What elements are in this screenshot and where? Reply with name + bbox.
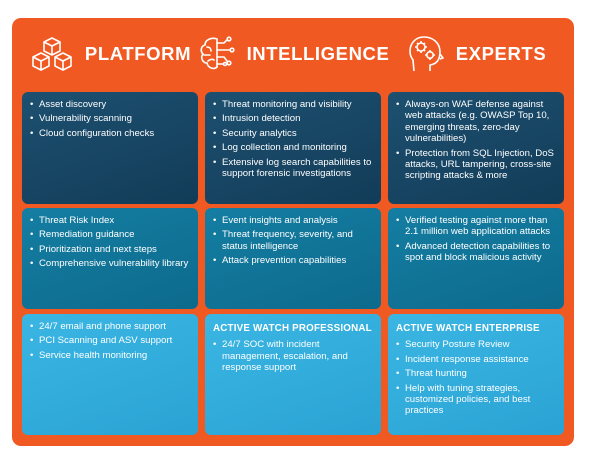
experts-row3-cell: ACTIVE WATCH ENTERPRISE Security Posture… (388, 314, 564, 435)
brain-circuit-icon (200, 36, 235, 70)
list-item: Remediation guidance (30, 229, 192, 241)
list-item: Threat Risk Index (30, 215, 192, 227)
intelligence-header: INTELLIGENCE (200, 18, 389, 90)
list-item: Protection from SQL Injection, DoS attac… (396, 148, 558, 182)
intelligence-title: INTELLIGENCE (246, 43, 390, 64)
header-row: PLATFORM INTELLIGENCE EXPERTS (12, 18, 574, 90)
platform-row1-cell: Asset discovery Vulnerability scanning C… (22, 92, 198, 204)
active-watch-enterprise-heading: ACTIVE WATCH ENTERPRISE (396, 323, 540, 334)
experts-header: EXPERTS (388, 18, 564, 90)
list-item: Always-on WAF defense against web attack… (396, 99, 558, 145)
list-item: Extensive log search capabilities to sup… (213, 157, 375, 180)
list-item: Cloud configuration checks (30, 128, 192, 140)
offering-frame: PLATFORM INTELLIGENCE EXPERTS (12, 18, 574, 446)
list-item: Prioritization and next steps (30, 244, 192, 256)
platform-row3-cell: 24/7 email and phone support PCI Scannin… (22, 314, 198, 435)
list-item: Threat frequency, severity, and status i… (213, 229, 375, 252)
experts-row2-cell: Verified testing against more than 2.1 m… (388, 208, 564, 309)
intelligence-row2-cell: Event insights and analysis Threat frequ… (205, 208, 381, 309)
head-gears-icon (408, 36, 444, 72)
list-item: Log collection and monitoring (213, 142, 375, 154)
list-item: Intrusion detection (213, 113, 375, 125)
experts-title: EXPERTS (455, 43, 547, 64)
list-item: Security analytics (213, 128, 375, 140)
list-item: Security Posture Review (396, 339, 558, 351)
list-item: Help with tuning strategies, customized … (396, 383, 558, 417)
list-item: Incident response assistance (396, 354, 558, 366)
list-item: Advanced detection capabilities to spot … (396, 241, 558, 264)
list-item: Service health monitoring (30, 350, 192, 362)
intelligence-row1-cell: Threat monitoring and visibility Intrusi… (205, 92, 381, 204)
platform-header: PLATFORM (22, 18, 198, 90)
experts-row1-cell: Always-on WAF defense against web attack… (388, 92, 564, 204)
active-watch-professional-heading: ACTIVE WATCH PROFESSIONAL (213, 323, 372, 334)
list-item: 24/7 email and phone support (30, 321, 192, 333)
list-item: Attack prevention capabilities (213, 255, 375, 267)
list-item: PCI Scanning and ASV support (30, 335, 192, 347)
cubes-icon (32, 37, 72, 71)
platform-row2-cell: Threat Risk Index Remediation guidance P… (22, 208, 198, 309)
intelligence-row3-cell: ACTIVE WATCH PROFESSIONAL 24/7 SOC with … (205, 314, 381, 435)
list-item: Asset discovery (30, 99, 192, 111)
list-item: Event insights and analysis (213, 215, 375, 227)
list-item: Comprehensive vulnerability library (30, 258, 192, 270)
list-item: Threat hunting (396, 368, 558, 380)
list-item: Vulnerability scanning (30, 113, 192, 125)
list-item: 24/7 SOC with incident management, escal… (213, 339, 375, 373)
list-item: Threat monitoring and visibility (213, 99, 375, 111)
platform-title: PLATFORM (84, 43, 192, 64)
list-item: Verified testing against more than 2.1 m… (396, 215, 558, 238)
